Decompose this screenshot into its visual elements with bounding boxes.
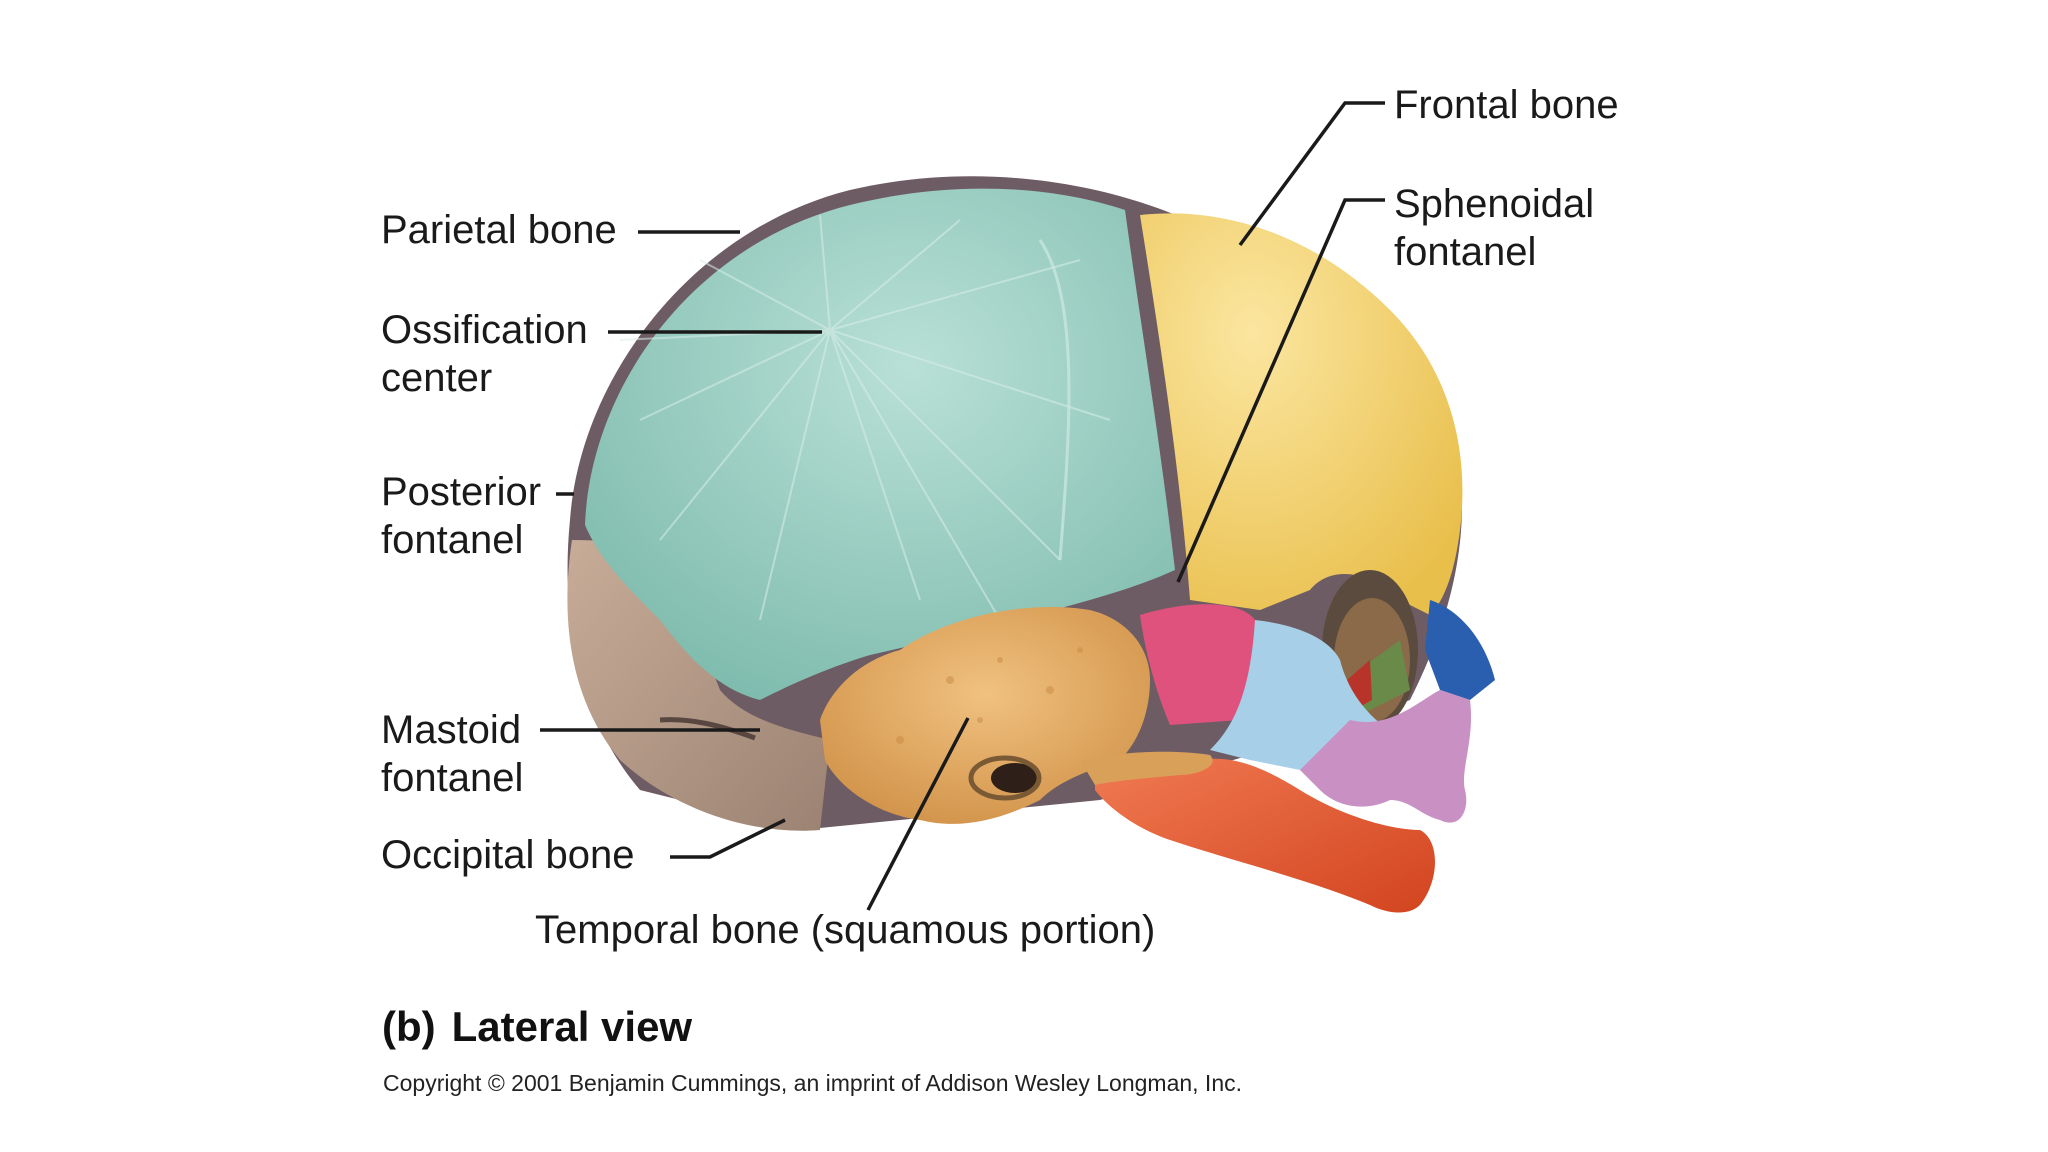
frontal-bone bbox=[1140, 213, 1463, 616]
label-frontal-bone: Frontal bone bbox=[1394, 83, 1619, 127]
leader-occipital bbox=[670, 818, 786, 859]
label-temporal-bone: Temporal bone (squamous portion) bbox=[535, 908, 1156, 952]
mandible bbox=[1095, 758, 1435, 913]
label-ossification-center: Ossification center bbox=[381, 308, 588, 400]
ossification-rays bbox=[619, 214, 1111, 621]
temporal-zygomatic-process bbox=[1080, 751, 1213, 785]
caption-letter: (b) bbox=[382, 1003, 436, 1050]
meatus-rim bbox=[968, 755, 1042, 801]
temporal-bone bbox=[820, 606, 1150, 824]
external-acoustic-meatus bbox=[991, 763, 1039, 793]
copyright-notice: Copyright © 2001 Benjamin Cummings, an i… bbox=[383, 1070, 1243, 1096]
occipital-bone bbox=[567, 540, 830, 831]
label-occipital-bone: Occipital bone bbox=[381, 833, 635, 877]
caption-title: Lateral view bbox=[451, 1003, 693, 1050]
sphenoid-bone bbox=[1140, 604, 1257, 725]
leader-lines bbox=[540, 101, 1385, 911]
parietal-bone bbox=[585, 188, 1175, 701]
parietal-inner-ridge bbox=[1038, 239, 1071, 561]
label-sphenoidal-fontanel: Sphenoidal fontanel bbox=[1394, 182, 1595, 274]
leader-frontal bbox=[1238, 101, 1385, 247]
nasal-bone bbox=[1425, 600, 1495, 700]
label-mastoid-fontanel: Mastoid fontanel bbox=[381, 708, 524, 800]
maxilla bbox=[1300, 690, 1472, 823]
occipital-suture bbox=[659, 717, 756, 741]
label-posterior-fontanel: Posterior fontanel bbox=[381, 470, 542, 562]
leader-temporal bbox=[866, 717, 970, 911]
label-parietal-bone: Parietal bone bbox=[381, 208, 617, 252]
temporal-texture bbox=[896, 647, 1083, 744]
figure-caption: (b) Lateral view bbox=[382, 1003, 692, 1051]
leader-sphenoidal bbox=[1176, 198, 1385, 583]
